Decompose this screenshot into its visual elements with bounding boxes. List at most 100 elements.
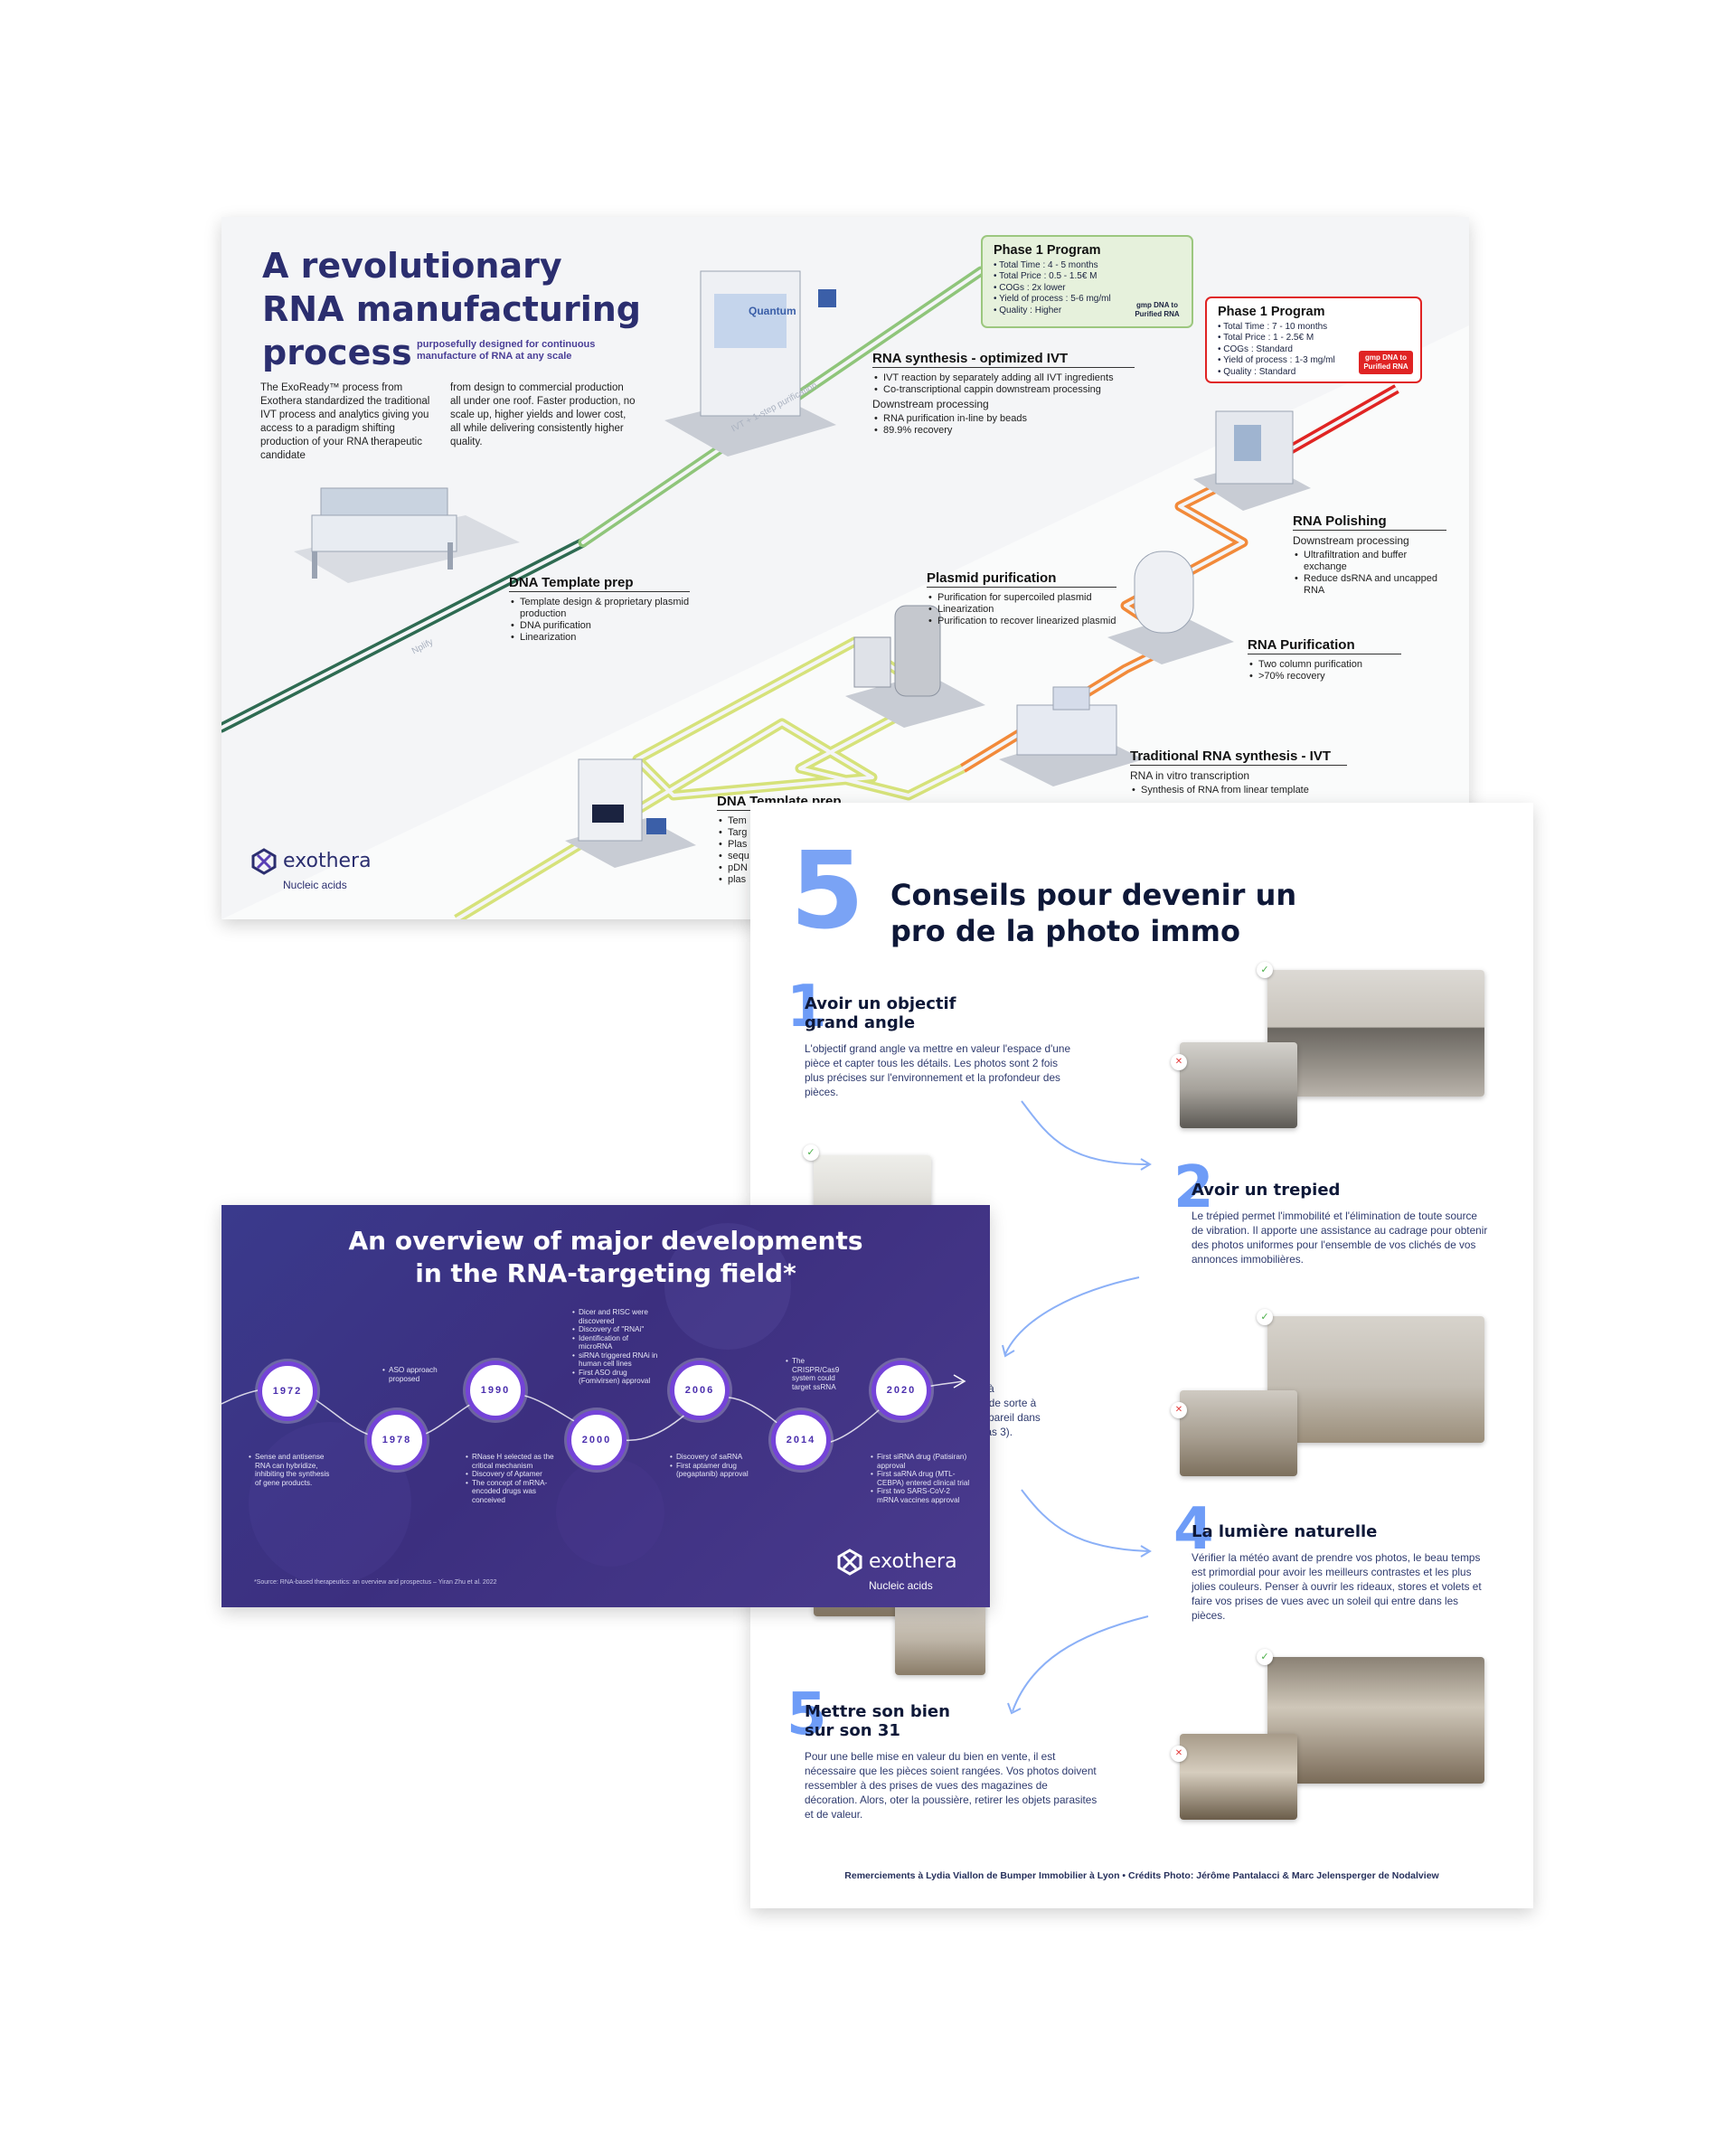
- machine-polishing: [1193, 410, 1311, 511]
- timeline-node-2020: 2020: [871, 1360, 931, 1420]
- photo-bad-livingroom: [1180, 1390, 1297, 1476]
- photo-good-kitchen: [1267, 970, 1484, 1097]
- rna-page-title: A revolutionary RNA manufacturing proces…: [262, 246, 641, 372]
- machine-plasmid: [845, 605, 985, 728]
- phase-tag: gmp DNA to Purified RNA: [1359, 351, 1413, 374]
- machine-dna-template-bottom: [565, 758, 696, 868]
- photo-good-dining: [1267, 1657, 1484, 1784]
- step-item: Co-transcriptional cappin downstream pro…: [874, 384, 1135, 396]
- tip-text: Vérifier la météo avant de prendre vos p…: [1192, 1551, 1482, 1622]
- step-dna-template-prep: DNA Template prep Template design & prop…: [509, 576, 690, 644]
- machine-dna-template: [294, 487, 520, 583]
- step-item: >70% recovery: [1249, 671, 1401, 683]
- step-item: Targ: [719, 827, 880, 839]
- logo-tagline: Nucleic acids: [869, 1579, 933, 1592]
- cross-icon: ✕: [1171, 1402, 1187, 1418]
- step-item: Purification to recover linearized plasm…: [928, 616, 1116, 627]
- step-rna-purification: RNA Purification Two column purification…: [1248, 638, 1401, 683]
- phase-item: Quality : Standard: [1218, 367, 1409, 379]
- step-item: Template design & proprietary plasmid pr…: [511, 597, 690, 620]
- photo-bad-kitchen: [1180, 1042, 1297, 1128]
- step-item: RNA purification in-line by beads: [874, 413, 1135, 425]
- timeline-note-2006: Discovery of saRNAFirst aptamer drug (pe…: [670, 1453, 760, 1479]
- step-title: Plasmid purification: [927, 571, 1116, 588]
- photo-good-livingroom: [1267, 1316, 1484, 1443]
- tip-text: to à er de sorte à appareil dans (pas 3)…: [976, 1382, 1041, 1438]
- step-item: Ultrafiltration and buffer exchange: [1295, 550, 1446, 573]
- curved-arrow-icon: [1004, 1276, 1140, 1355]
- rna-process-infographic: A revolutionary RNA manufacturing proces…: [221, 217, 1469, 919]
- exothera-logo-icon: [251, 848, 277, 875]
- tip-number: 2: [1173, 1154, 1214, 1221]
- exothera-logo-icon: [837, 1549, 862, 1576]
- phase-item: COGs : 2x lower: [994, 283, 1181, 295]
- tip-number: 1: [787, 974, 827, 1040]
- timeline-note-2020: First siRNA drug (Patisiran) approvalFir…: [871, 1453, 970, 1504]
- timeline-note-1972: Sense and antisense RNA can hybridize, i…: [249, 1453, 330, 1487]
- timeline-note-1978: ASO approach proposed: [382, 1366, 446, 1383]
- phase-item: Total Time : 4 - 5 months: [994, 260, 1181, 272]
- step-item: pDN: [719, 862, 880, 874]
- timeline-note-2014: The CRISPR/Cas9 system could target ssRN…: [786, 1357, 849, 1391]
- tip-title: Avoir un trepied: [1192, 1181, 1341, 1200]
- phase-item: COGs : Standard: [1218, 344, 1409, 356]
- check-icon: ✓: [1257, 1649, 1273, 1665]
- timeline-title: An overview of major developments in the…: [348, 1226, 863, 1288]
- step-title: DNA Template prep: [509, 576, 690, 592]
- tip-text: Le trépied permet l'immobilité et l'élim…: [1192, 1210, 1488, 1266]
- logo-tagline: Nucleic acids: [283, 879, 347, 891]
- check-icon: ✓: [1257, 1309, 1273, 1325]
- step-subtitle: Downstream processing: [1293, 534, 1409, 547]
- curved-arrow-icon: [1021, 1489, 1149, 1552]
- step-item: Plas: [719, 839, 880, 851]
- tip-text: Pour une belle mise en valeur du bien en…: [805, 1750, 1098, 1821]
- curved-arrows: [1002, 1100, 1152, 1715]
- timeline-note-1990: RNase H selected as the critical mechani…: [466, 1453, 556, 1504]
- curved-arrow-icon: [1012, 1615, 1149, 1712]
- rna-subtitle: purposefully designed for continuous man…: [417, 339, 596, 362]
- tips-title: Conseils pour devenir un pro de la photo…: [890, 878, 1297, 948]
- step-plasmid-purification: Plasmid purification Purification for su…: [927, 571, 1116, 627]
- step-item: Linearization: [928, 604, 1116, 616]
- step-subtitle: Downstream processing: [872, 398, 989, 410]
- phase-program-standard: Phase 1 Program Total Time : 7 - 10 mont…: [1205, 297, 1422, 383]
- step-title: RNA synthesis - optimized IVT: [872, 352, 1135, 368]
- quantum-label: Quantum: [749, 305, 796, 317]
- machine-rna-purification: [1107, 551, 1234, 664]
- machine-traditional-ivt: [999, 686, 1144, 786]
- tip-2: 2 Avoir un trepied Le trépied permet l'i…: [1173, 1159, 1490, 1266]
- step-item: Two column purification: [1249, 659, 1401, 671]
- photo-bad-room: [895, 1598, 985, 1675]
- step-title: RNA Purification: [1248, 638, 1401, 654]
- cross-icon: ✕: [1171, 1746, 1187, 1762]
- logo-name: exothera: [283, 850, 372, 872]
- tip-3-partial: to à er de sorte à appareil dans (pas 3)…: [976, 1381, 1067, 1439]
- phase-title: Phase 1 Program: [994, 243, 1101, 258]
- timeline-source: *Source: RNA-based therapeutics: an over…: [254, 1579, 497, 1586]
- tip-number: 5: [787, 1681, 827, 1748]
- tip-title: La lumière naturelle: [1192, 1522, 1378, 1541]
- step-traditional-ivt: Traditional RNA synthesis - IVT RNA in v…: [1130, 749, 1347, 796]
- step-item: Tem: [719, 815, 880, 827]
- check-icon: ✓: [1257, 962, 1273, 978]
- timeline-node-2000: 2000: [567, 1410, 626, 1470]
- credits-footer: Remerciements à Lydia Viallon de Bumper …: [844, 1870, 1439, 1881]
- phase-tag: gmp DNA to Purified RNA: [1135, 301, 1180, 318]
- timeline-node-1978: 1978: [367, 1410, 427, 1470]
- exothera-logo: exothera Nucleic acids: [836, 1549, 957, 1592]
- rna-targeting-timeline: An overview of major developments in the…: [221, 1205, 990, 1607]
- timeline-node-2006: 2006: [670, 1360, 730, 1420]
- step-item: IVT reaction by separately adding all IV…: [874, 372, 1135, 384]
- step-title: RNA Polishing: [1293, 514, 1446, 531]
- step-item: Synthesis of RNA from linear template: [1132, 785, 1347, 796]
- curved-arrow-icon: [1021, 1100, 1149, 1165]
- phase-item: Yield of process : 5-6 mg/ml: [994, 294, 1181, 306]
- phase-item: Total Price : 0.5 - 1.5€ M: [994, 271, 1181, 283]
- step-item: DNA purification: [511, 620, 690, 632]
- phase-item: Quality : Higher: [994, 306, 1181, 317]
- phase-item: Total Time : 7 - 10 months: [1218, 322, 1409, 334]
